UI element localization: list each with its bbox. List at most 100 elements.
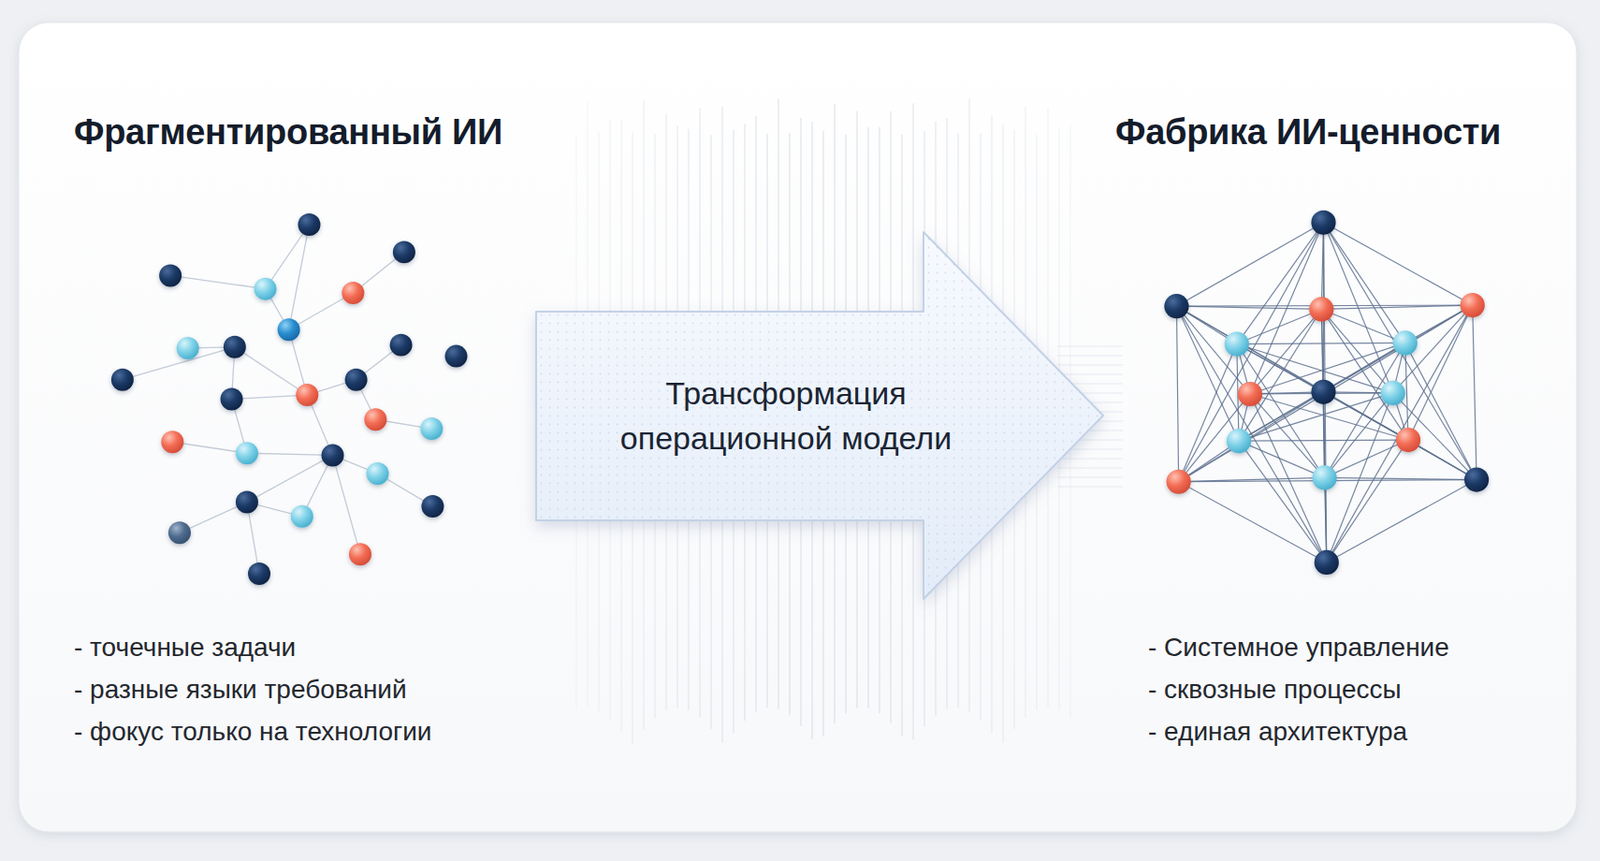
network-link [1176, 305, 1326, 563]
network-dot [1309, 296, 1334, 321]
arrow-shape [528, 226, 1107, 605]
network-dot [321, 443, 345, 466]
network-dot [349, 542, 372, 566]
network-dot [160, 430, 184, 453]
network-dot [290, 505, 314, 528]
network-link [1178, 344, 1237, 482]
bullet-item: - разные языки требований [73, 674, 408, 705]
network-dot [1166, 469, 1192, 495]
stripe-line [1057, 364, 1123, 366]
network-dot [363, 407, 387, 431]
network-dot [111, 368, 134, 392]
network-link [1238, 342, 1406, 441]
network-link [247, 452, 334, 455]
network-link [1176, 305, 1251, 394]
network-link [1408, 305, 1473, 440]
stripe-line [1057, 458, 1123, 460]
network-link [1323, 305, 1473, 393]
network-link [1323, 222, 1473, 306]
transformation-arrow: Трансформация операционной модели [528, 226, 1107, 605]
network-dot [1464, 466, 1489, 492]
network-dot [1460, 292, 1485, 318]
network-dot [1310, 379, 1336, 405]
network-dot [220, 387, 244, 410]
arrow-dots [536, 232, 1104, 599]
network-link [1321, 305, 1472, 309]
network-dot [247, 562, 271, 585]
network-dot [1396, 427, 1421, 452]
stripe-line [1057, 346, 1123, 348]
stripe-line [1057, 486, 1123, 488]
network-link [1176, 305, 1324, 393]
network-link [1238, 440, 1325, 478]
network-link [1176, 305, 1477, 480]
network-dot [1163, 293, 1189, 319]
network-link [172, 441, 248, 453]
network-dot [392, 240, 416, 263]
network-dot [235, 491, 259, 514]
network-link [1324, 392, 1394, 479]
network-link [1236, 308, 1323, 344]
network-dot [1393, 330, 1418, 355]
network-dot [235, 441, 259, 465]
network-link [1405, 342, 1477, 480]
network-link [1250, 393, 1325, 478]
network-dot [1314, 550, 1339, 575]
network-dot [1237, 381, 1263, 407]
network-link [247, 454, 334, 502]
network-dot [1381, 380, 1406, 406]
network-link [1178, 477, 1325, 481]
card-background [18, 22, 1577, 832]
network-link [1178, 481, 1327, 563]
network-link [1324, 477, 1477, 480]
network-link [1323, 392, 1478, 480]
network-link [1393, 305, 1473, 393]
network-link [1178, 305, 1473, 482]
network-link [1323, 392, 1325, 479]
bullet-item: - Системное управление [1148, 632, 1450, 663]
network-link [1236, 342, 1406, 344]
network-dot [297, 213, 320, 236]
network-link [1324, 477, 1327, 563]
arrow-label: Трансформация операционной модели [566, 370, 1006, 461]
network-dot [421, 494, 444, 518]
network-link [1405, 342, 1409, 440]
network-link [333, 454, 361, 554]
network-link [1176, 305, 1239, 441]
network-link [289, 224, 310, 330]
network-link [1238, 439, 1409, 441]
stripe-line [1057, 374, 1123, 376]
stripe-line [1057, 477, 1123, 479]
network-dot [390, 334, 413, 357]
network-link [1236, 344, 1325, 479]
bullet-item: - единая архитектура [1148, 716, 1408, 747]
network-link [1324, 439, 1409, 478]
stripe-line [1057, 467, 1123, 469]
bullet-item: - фокус только на технологии [73, 716, 432, 747]
network-dot [345, 368, 368, 392]
bullet-item: - сквозные процессы [1148, 674, 1402, 705]
network-dot [176, 336, 200, 360]
network-link [1323, 222, 1478, 480]
stripe-line [1057, 355, 1123, 357]
network-dot [445, 345, 468, 368]
arrow-body [536, 232, 1104, 599]
network-dot [223, 335, 247, 359]
network-dot [341, 281, 364, 305]
network-link [1393, 392, 1477, 480]
network-link [1236, 344, 1409, 441]
network-dot [420, 417, 443, 440]
network-dot [1224, 331, 1250, 356]
network-dot [1312, 465, 1338, 490]
network-dot [366, 462, 390, 485]
network-link [1238, 440, 1327, 563]
network-link [1321, 308, 1405, 343]
network-link [1176, 222, 1324, 306]
network-dot [159, 263, 182, 287]
network-link [1472, 305, 1477, 480]
panel-title: Фабрика ИИ-ценности [1115, 112, 1501, 153]
network-dot [1310, 210, 1336, 235]
network-link [232, 394, 308, 399]
bullet-item: - точечные задачи [73, 632, 296, 663]
